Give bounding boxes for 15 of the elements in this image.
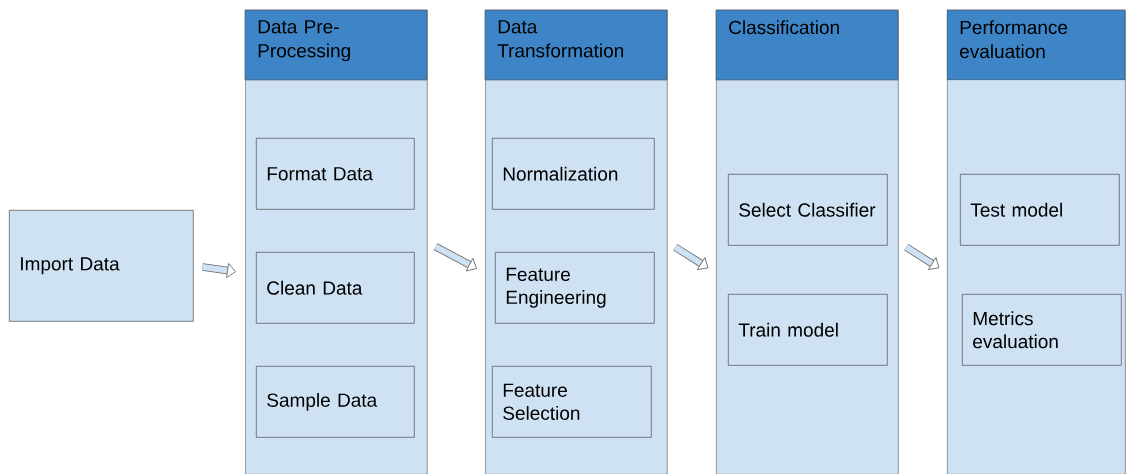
process-box: Select Classifier [728, 174, 888, 246]
process-box: Clean Data [256, 252, 415, 324]
process-box: Format Data [256, 138, 415, 210]
arrow [904, 243, 940, 271]
process-box: Normalization [492, 138, 655, 210]
process-box: Sample Data [256, 366, 415, 438]
arrow [673, 243, 709, 271]
process-box: Feature Selection [492, 366, 652, 438]
arrow [433, 243, 477, 272]
process-box: Test model [960, 174, 1120, 246]
arrow [202, 263, 236, 279]
process-box: Import Data [9, 210, 194, 322]
process-box: Feature Engineering [495, 252, 655, 324]
process-box: Metrics evaluation [962, 294, 1122, 366]
process-box: Train model [728, 294, 888, 366]
